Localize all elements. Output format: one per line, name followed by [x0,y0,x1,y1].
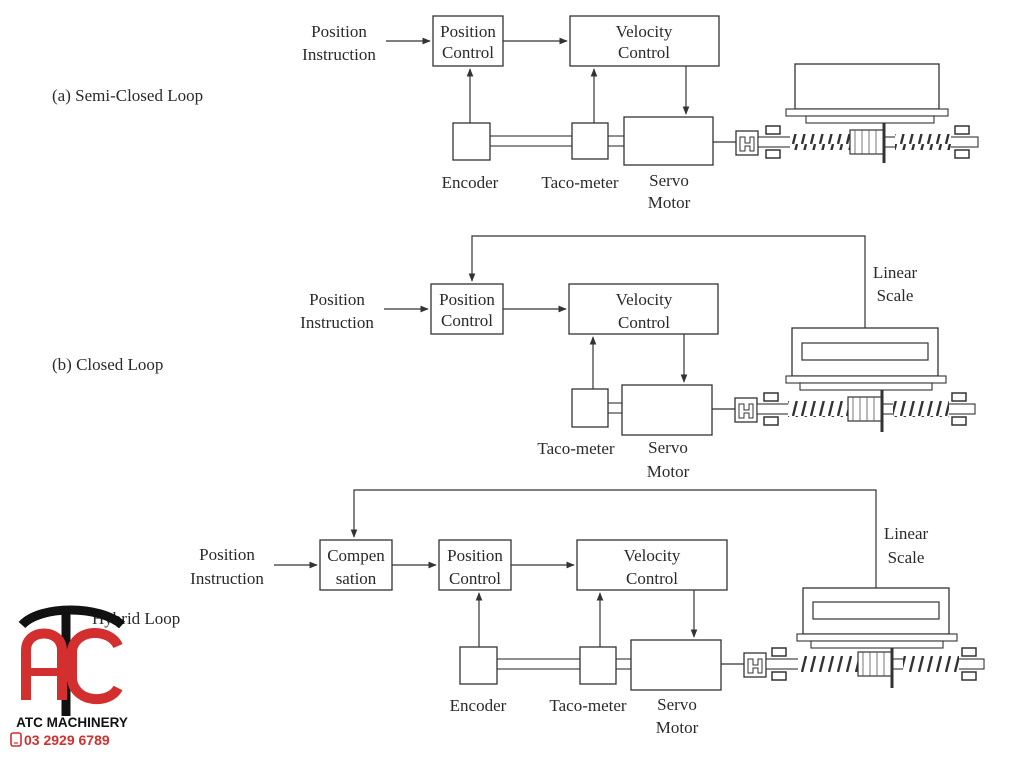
a-velocity-control-box [569,15,720,67]
a-position-control-label-1: Position [440,22,496,41]
a-velocity-control-label-2: Control [618,43,670,62]
diagram-b-title: (b) Closed Loop [52,355,163,374]
c-position-control-box [438,539,512,591]
a-shaft-mid [607,135,625,147]
a-input-label-1: Position [311,22,367,41]
b-position-control-box [430,283,504,335]
b-linear-scale-label-2: Scale [877,286,914,305]
b-servo-motor-label-1: Servo [648,438,688,457]
b-ballscrew-table [712,327,976,432]
c-input-label-1: Position [199,545,255,564]
c-velocity-control-label-1: Velocity [624,546,681,565]
c-servo-motor-label-2: Motor [656,718,699,737]
atc-machinery-logo: ATC MACHINERY 03 2929 6789 [10,605,128,748]
c-tacometer-label: Taco-meter [549,696,626,715]
c-compensation-box [319,539,393,591]
c-velocity-control-label-2: Control [626,569,678,588]
c-position-control-label-2: Control [449,569,501,588]
b-tacometer-label: Taco-meter [537,439,614,458]
a-servo-motor-label-1: Servo [649,171,689,190]
atc-logo-name: ATC MACHINERY [16,715,128,730]
c-shaft-left [496,658,581,670]
b-velocity-control-label-2: Control [618,313,670,332]
c-servo-motor-label-1: Servo [657,695,697,714]
a-position-control-label-2: Control [442,43,494,62]
c-ballscrew-table [721,587,985,688]
c-linear-scale-label-2: Scale [888,548,925,567]
b-tacometer-box [571,388,609,428]
c-tacometer-box [579,646,617,685]
b-linear-scale-label-1: Linear [873,263,918,282]
b-velocity-control-box [568,283,719,335]
b-input-label-1: Position [309,290,365,309]
c-linear-scale-feedback-line [350,489,877,588]
c-encoder-box [459,646,498,685]
a-velocity-control-label-1: Velocity [616,22,673,41]
diagram-b-closed-loop: (b) Closed Loop Position Instruction Pos… [52,235,976,481]
diagram-c-hybrid-loop: Hybrid Loop Position Instruction Compen … [92,489,985,737]
c-encoder-label: Encoder [450,696,507,715]
a-input-label-2: Instruction [302,45,376,64]
a-encoder-label: Encoder [442,173,499,192]
b-servo-motor-label-2: Motor [647,462,690,481]
b-shaft [607,402,623,414]
b-input-label-2: Instruction [300,313,374,332]
a-tacometer-box [571,122,609,160]
c-velocity-control-box [576,539,728,591]
a-shaft-left [489,135,573,147]
c-compensation-label-2: sation [336,569,377,588]
a-servo-motor-label-2: Motor [648,193,691,212]
b-velocity-control-label-1: Velocity [616,290,673,309]
diagram-a-semi-closed-loop: (a) Semi-Closed Loop Position Instructio… [52,15,979,212]
c-shaft-mid [615,658,632,670]
c-position-control-label-1: Position [447,546,503,565]
c-input-label-2: Instruction [190,569,264,588]
a-ballscrew-table [713,63,979,163]
atc-logo-phone: 03 2929 6789 [24,732,110,748]
diagram-a-title: (a) Semi-Closed Loop [52,86,203,105]
b-position-control-label-2: Control [441,311,493,330]
c-compensation-label-1: Compen [327,546,385,565]
b-linear-scale-feedback-line [468,235,866,328]
atc-logo-mark [18,605,126,716]
a-encoder-box [452,122,491,161]
b-servo-motor-box [621,384,713,436]
a-tacometer-label: Taco-meter [541,173,618,192]
phone-icon [10,732,22,747]
b-position-control-label-1: Position [439,290,495,309]
c-servo-motor-box [630,639,722,691]
c-linear-scale-label-1: Linear [884,524,929,543]
a-servo-motor-box [623,116,714,166]
